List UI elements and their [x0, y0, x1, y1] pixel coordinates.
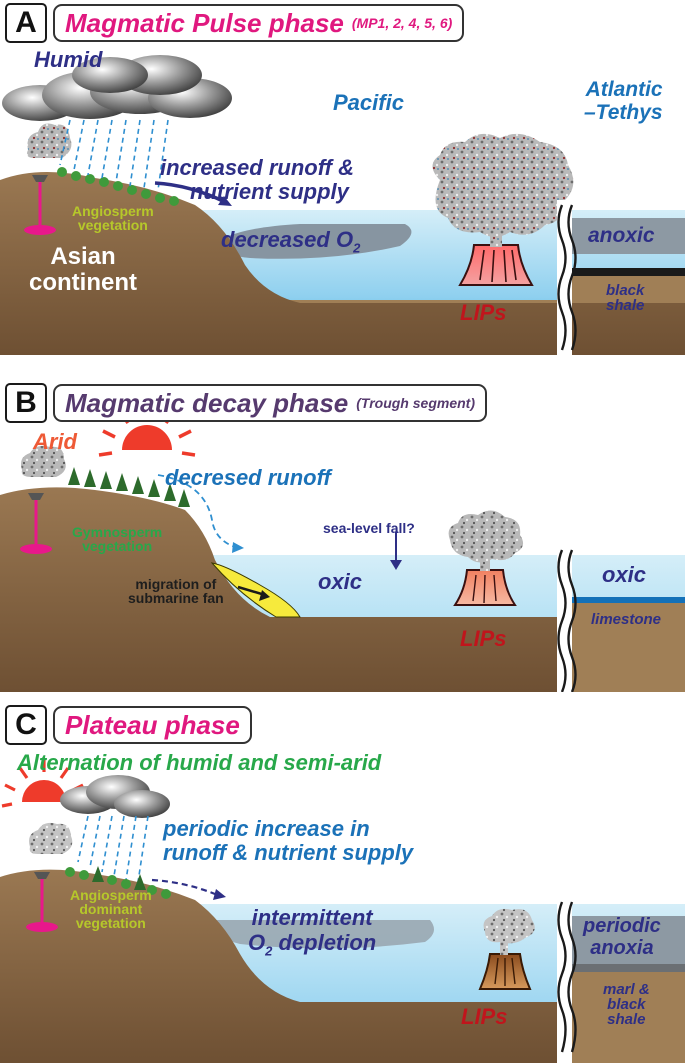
rain-clouds-c	[60, 775, 170, 818]
black-shale-label: black shale	[606, 282, 645, 314]
lips-volcano	[458, 244, 534, 286]
anoxic-label: anoxic	[588, 224, 655, 247]
rain-c	[77, 815, 149, 883]
angiosperm-trees	[57, 167, 179, 206]
runoff-label-c: periodic increase in runoff & nutrient s…	[163, 816, 414, 865]
fan-arrow	[237, 585, 266, 597]
rain	[59, 119, 169, 191]
submarine-fan	[210, 562, 301, 618]
anoxic-band	[572, 218, 685, 254]
panel-b-title: Magmatic decay phase	[65, 387, 349, 418]
limestone-band	[572, 597, 685, 603]
continental-ash-cloud-c	[29, 822, 73, 854]
climate-label-b: Arid	[33, 429, 77, 454]
panel-c-title-box: Plateau phase	[53, 706, 252, 744]
panel-c-illustration	[0, 760, 685, 1063]
black-shale-band	[572, 268, 685, 276]
periodic-anoxia-label: periodic anoxia	[583, 915, 661, 959]
decreased-o2-label: decreased O2	[221, 227, 361, 256]
continent-label: Asian continent	[29, 243, 137, 296]
oxic-right-label: oxic	[602, 562, 647, 587]
lips-label-c: LIPs	[461, 1004, 508, 1029]
panel-b-subtitle: (Trough segment)	[356, 395, 475, 411]
panel-a-letter: A	[5, 3, 47, 43]
panel-a-title-box: Magmatic Pulse phase (MP1, 2, 4, 5, 6)	[53, 4, 465, 42]
ash-plume-b	[448, 510, 524, 563]
break-line-c	[557, 901, 567, 1053]
runoff-label: increased runoff & nutrient supply	[160, 155, 354, 204]
panel-b-illustration	[0, 403, 685, 692]
climate-label: Humid	[34, 47, 103, 72]
panel-b-letter: B	[5, 383, 47, 423]
marl-black-shale-label: marl & black shale	[603, 981, 650, 1028]
runoff-arrow-c	[151, 878, 216, 896]
gymnosperm-trees	[68, 467, 190, 507]
panel-c-letter: C	[5, 705, 47, 745]
vegetation-label-b: Gymnosperm vegetation	[72, 524, 163, 554]
oxic-label: oxic	[318, 569, 363, 594]
break-line-b	[557, 549, 567, 692]
continental-ash-cloud	[26, 123, 72, 158]
limestone-label: limestone	[591, 611, 662, 628]
lips-label-b: LIPs	[460, 626, 507, 651]
runoff-arrow-b	[157, 474, 236, 548]
climate-label-c: Alternation of humid and semi-arid	[17, 750, 382, 775]
runoff-label-b: decresed runoff	[165, 465, 331, 490]
ash-plume-c	[483, 908, 535, 944]
o2-depletion-zone	[210, 920, 434, 949]
atlantic-label: Atlantic –Tethys	[584, 78, 663, 124]
panel-plateau: C Plateau phase Alternation of humid and…	[0, 692, 685, 1063]
fan-label: migration of submarine fan	[128, 576, 224, 606]
vegetation-label: Angiosperm vegetation	[72, 203, 154, 233]
panel-magmatic-pulse: A Magmatic Pulse phase (MP1, 2, 4, 5, 6)…	[0, 0, 685, 355]
o2-depletion-label: intermittent O2 depletion	[248, 905, 377, 959]
continental-ash-cloud-b	[21, 445, 66, 477]
rain-clouds	[2, 55, 232, 121]
vegetation-label-c: Angiosperm dominant vegetation	[70, 887, 152, 931]
continent-c	[0, 869, 685, 1063]
sea-level-label: sea-level fall?	[323, 520, 415, 536]
panel-c-title: Plateau phase	[65, 709, 240, 740]
panel-a-subtitle: (MP1, 2, 4, 5, 6)	[351, 15, 453, 31]
periodic-anoxia-band	[572, 916, 685, 964]
panel-magmatic-decay: B Magmatic decay phase (Trough segment) …	[0, 355, 685, 692]
panel-a-title: Magmatic Pulse phase	[65, 7, 344, 38]
runoff-arrow	[154, 181, 226, 204]
asian-continent	[0, 171, 685, 355]
continent-b	[0, 487, 685, 692]
break-line	[557, 204, 567, 351]
pacific-label: Pacific	[333, 90, 404, 115]
angiosperm-dominant-trees	[65, 867, 171, 899]
panel-b-title-box: Magmatic decay phase (Trough segment)	[53, 384, 487, 422]
lips-label: LIPs	[460, 300, 507, 325]
panel-a-illustration	[0, 55, 685, 355]
decreased-o2-zone	[215, 224, 412, 259]
ash-plume	[432, 133, 574, 237]
